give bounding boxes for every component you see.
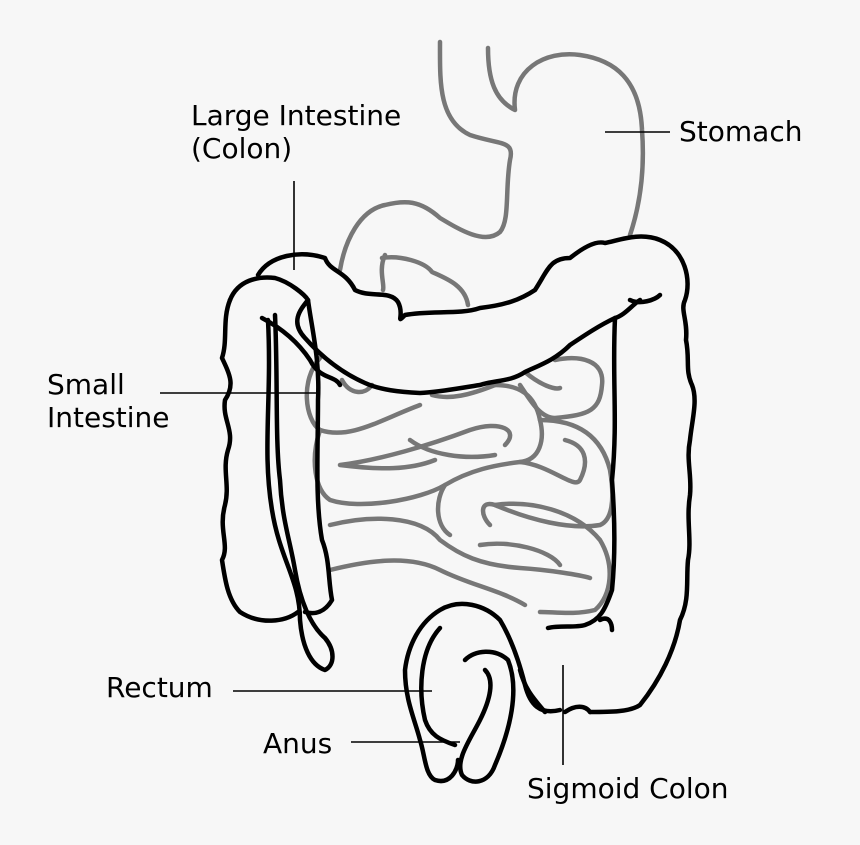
- large-intestine-shape: [219, 234, 697, 784]
- label-large-intestine: Large Intestine (Colon): [191, 99, 401, 165]
- label-small-intestine: Small Intestine: [47, 368, 170, 434]
- label-small-intestine-line2: Intestine: [47, 401, 170, 434]
- label-large-intestine-line1: Large Intestine: [191, 99, 402, 132]
- stomach-shape: [337, 39, 646, 308]
- label-stomach: Stomach: [679, 115, 803, 148]
- label-rectum: Rectum: [106, 671, 213, 704]
- label-anus: Anus: [263, 727, 333, 760]
- label-small-intestine-line1: Small: [47, 368, 125, 401]
- small-intestine-shape: [304, 355, 615, 616]
- label-sigmoid-colon: Sigmoid Colon: [527, 772, 729, 805]
- label-large-intestine-line2: (Colon): [191, 132, 293, 165]
